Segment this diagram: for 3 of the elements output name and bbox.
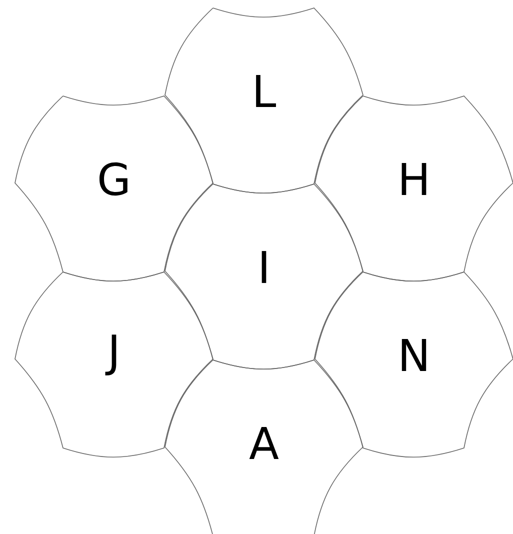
hexagon-tile: N — [314, 272, 513, 458]
hexagon-tile: A — [164, 360, 364, 534]
hexagon-tile: J — [14, 272, 214, 458]
